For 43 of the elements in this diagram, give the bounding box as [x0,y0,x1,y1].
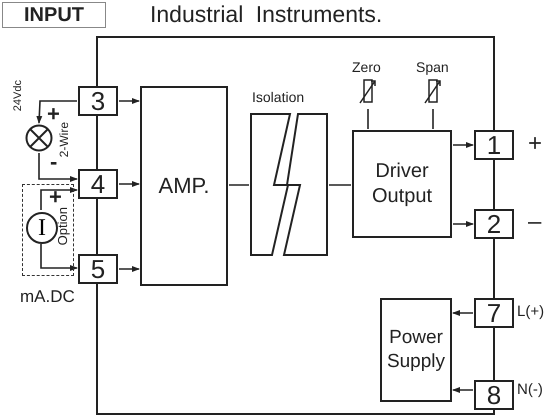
polarity-sign: + [49,186,62,208]
option-box [22,184,74,276]
arrow [452,387,473,393]
arrow [38,153,78,182]
arrow [119,98,140,104]
polarity-sign: - [50,151,58,173]
polarity-sign: + [528,132,542,156]
voltage-label: 24Vdc [13,80,24,112]
arrow [40,187,78,210]
signal-label: mA.DC [20,288,75,305]
polarity-sign: – [528,210,542,234]
block-heading: Isolation [252,90,304,104]
arrow [452,310,473,316]
current-source-symbol: I [26,212,58,244]
wiring-label: 2-Wire [58,122,70,158]
terminal-box: 8 [474,380,514,410]
connector-line [367,109,369,129]
driver-output-box: Driver Output [352,130,452,238]
polarity-sign: + [47,103,60,125]
input-tag: INPUT [2,2,106,28]
terminal-box: 5 [78,254,118,284]
amplifier-box: AMP. [140,86,228,286]
power-supply-box: Power Supply [380,298,452,402]
connector-line [229,184,249,186]
arrow [453,221,474,227]
terminal-label: L(+) [517,304,544,319]
terminal-box: 1 [474,130,514,160]
adjuster-label: Span [416,60,449,74]
terminal-box: 3 [78,86,118,116]
terminal-box: 4 [78,169,118,199]
option-label: Option [56,207,69,246]
arrow [40,244,78,271]
arrow [36,100,77,124]
arrow [119,181,140,187]
terminal-label: N(-) [517,382,543,397]
arrow [119,266,140,272]
arrow [453,142,474,148]
connector-line [329,184,351,186]
terminal-box: 7 [474,298,514,328]
adjuster-label: Zero [352,60,381,74]
terminal-box: 2 [474,209,514,239]
title: Industrial Instruments. [150,3,382,26]
connector-line [432,109,434,129]
